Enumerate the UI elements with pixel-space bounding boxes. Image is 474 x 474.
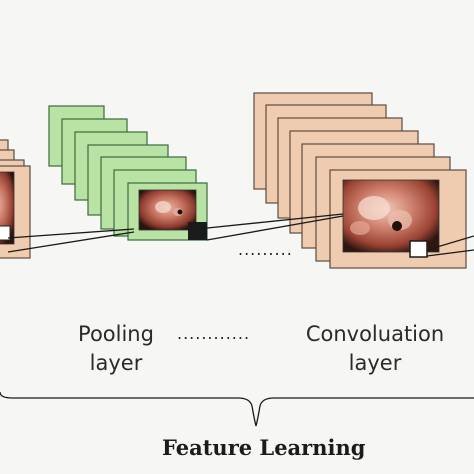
- feature-learning-title: Feature Learning: [162, 435, 366, 460]
- connector-lines: [7, 213, 474, 257]
- layer-ellipsis-between-maps: .........: [238, 240, 293, 259]
- conv-receptive-field: [409, 240, 428, 258]
- pooling-layer-label-line2: layer: [89, 351, 143, 375]
- convolution-feature-maps: [253, 92, 467, 269]
- pooling-layer-label-line1: Pooling: [78, 322, 154, 346]
- layer-ellipsis-between-labels: ............: [177, 324, 251, 343]
- pooling-feature-maps: [48, 105, 208, 241]
- left-receptive-field: [0, 225, 11, 241]
- feature-learning-brace: [0, 391, 474, 427]
- pooling-receptive-field: [188, 222, 207, 240]
- left-feature-map-stack: [0, 139, 31, 259]
- convolution-layer-label-line2: layer: [348, 351, 402, 375]
- convolution-layer-label-line1: Convoluation: [305, 322, 445, 346]
